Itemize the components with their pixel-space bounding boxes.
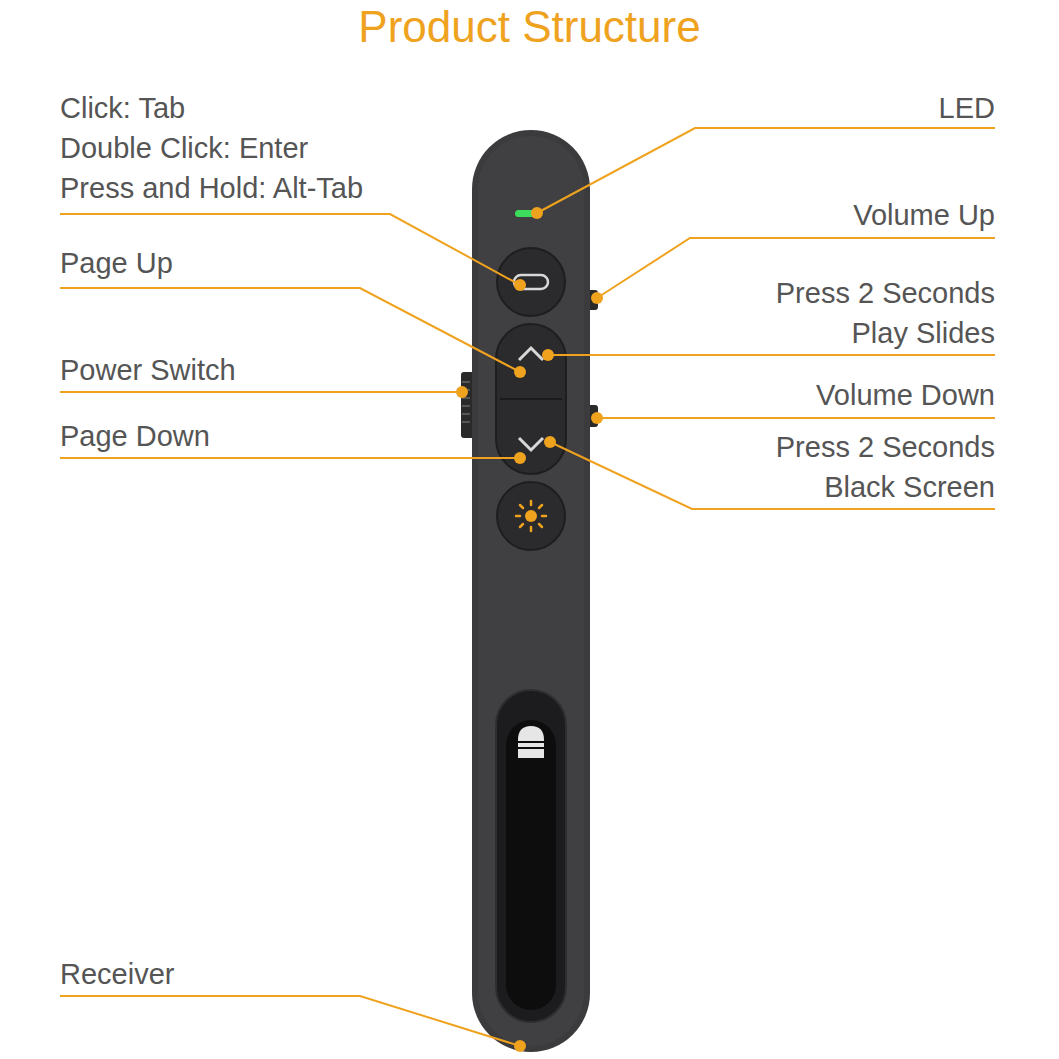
sun-rays: [516, 501, 546, 531]
up-chevron: [519, 348, 543, 360]
part-label: Double Click: Enter: [60, 128, 308, 168]
receiver-dongle: [506, 720, 556, 1010]
sun-icon: [525, 510, 537, 522]
part-label: Press and Hold: Alt-Tab: [60, 168, 363, 208]
laser-button: [497, 482, 565, 550]
part-label: Receiver: [60, 954, 174, 994]
down-chevron: [519, 438, 543, 450]
dongle-icon-lines: [518, 742, 544, 748]
part-label: Volume Up: [853, 195, 995, 235]
body-face: [478, 136, 584, 1046]
part-label: Click: Tab: [60, 88, 185, 128]
part-label: LED: [939, 88, 995, 128]
leader-lines: [60, 128, 995, 1046]
part-label: Page Up: [60, 243, 173, 283]
leader-dots: [456, 207, 603, 1052]
tab-button: [497, 248, 565, 316]
part-label: Volume Down: [816, 375, 995, 415]
part-label: Page Down: [60, 416, 210, 456]
receiver-slot: [496, 690, 566, 1022]
rocker-split: [500, 398, 562, 400]
page-title: Product Structure: [0, 2, 1059, 52]
dongle-icon: [518, 726, 544, 758]
part-label: Power Switch: [60, 350, 236, 390]
page-rocker: [496, 324, 566, 474]
part-label: Press 2 Seconds Play Slides: [763, 273, 995, 353]
part-label: Press 2 Seconds Black Screen: [763, 427, 995, 507]
